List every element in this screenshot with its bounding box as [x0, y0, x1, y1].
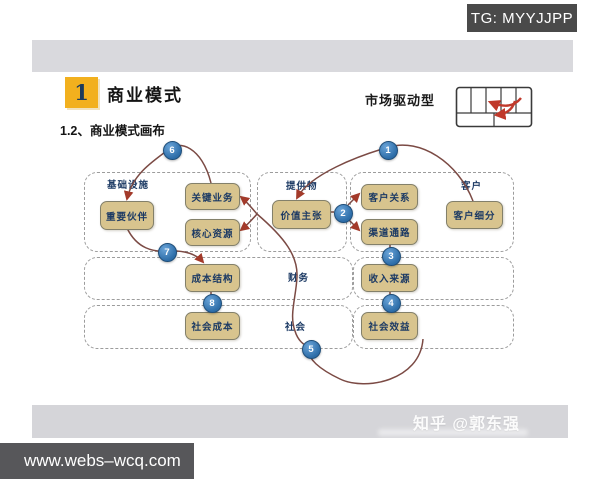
block-channels: 渠道通路: [361, 219, 418, 245]
step-circle-5: 5: [301, 339, 321, 359]
step-circle-7: 7: [157, 242, 177, 262]
label-customer: 客户: [461, 181, 483, 192]
label-finance: 财务: [288, 273, 310, 284]
chapter-title: 商业模式: [107, 86, 183, 105]
zhihu-watermark: 知乎 @郭东强: [412, 416, 520, 433]
slide-subtitle: 1.2、商业模式画布: [60, 124, 165, 138]
market-driven-label: 市场驱动型: [365, 93, 436, 108]
label-offering: 提供物: [286, 181, 318, 192]
block-social-costs: 社会成本: [185, 312, 240, 340]
block-customer-segments: 客户细分: [446, 201, 503, 229]
website-badge: www.webs–wcq.com: [0, 443, 194, 479]
step-circle-1: 1: [378, 140, 398, 160]
block-cost-structure: 成本结构: [185, 264, 240, 292]
step-circle-6: 6: [162, 140, 182, 160]
slide-top-band: [32, 40, 573, 72]
tg-badge: TG: MYYJJPP: [467, 4, 577, 32]
block-customer-relations: 客户关系: [361, 184, 418, 210]
block-core-resources: 核心资源: [185, 219, 240, 246]
block-value-proposition: 价值主张: [272, 200, 331, 229]
block-key-partners: 重要伙伴: [100, 201, 154, 230]
slide-bottom-band: 知乎 @郭东强: [32, 405, 568, 438]
block-key-activities: 关键业务: [185, 183, 240, 210]
faint-watermark-line: [378, 429, 528, 436]
block-social-benefits: 社会效益: [361, 312, 418, 340]
mini-canvas-icon: [455, 86, 533, 128]
chapter-number-box: 1: [65, 77, 98, 108]
step-circle-3: 3: [381, 246, 401, 266]
step-circle-8: 8: [202, 293, 222, 313]
block-revenue-streams: 收入来源: [361, 264, 418, 292]
step-circle-4: 4: [381, 293, 401, 313]
step-circle-2: 2: [333, 203, 353, 223]
label-infrastructure: 基础设施: [107, 180, 150, 191]
label-society: 社会: [285, 322, 307, 333]
